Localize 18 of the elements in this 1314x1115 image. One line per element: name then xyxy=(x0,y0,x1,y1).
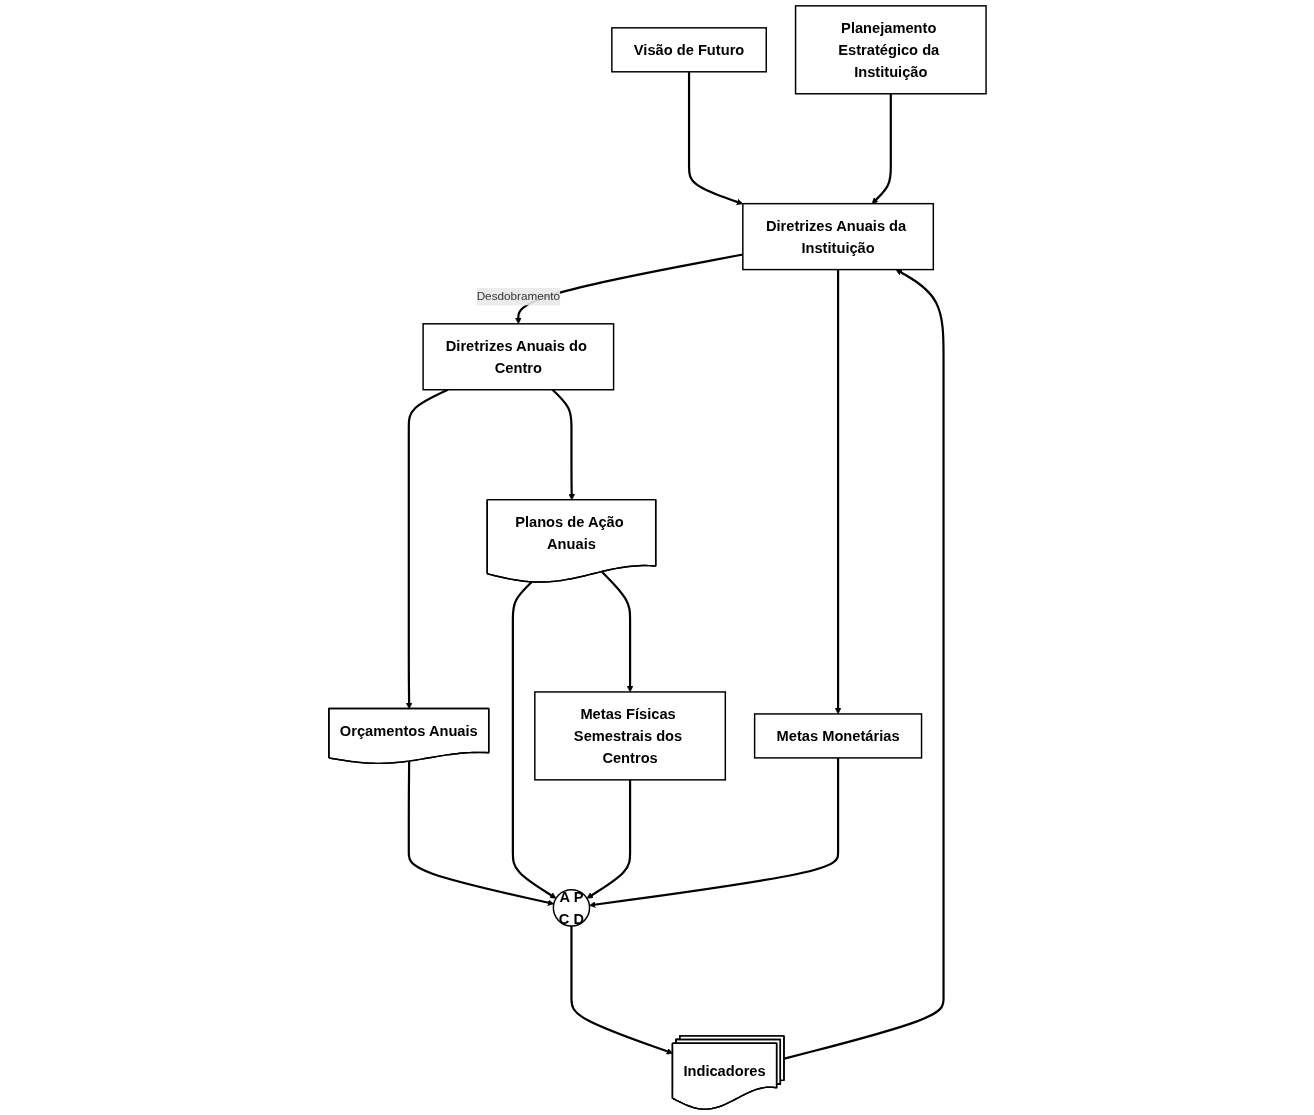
node-box: Planejamento Estratégico da Instituição xyxy=(794,5,987,95)
arrow xyxy=(407,761,554,906)
node-box: Metas Físicas Semestrais dos Centros xyxy=(533,691,726,781)
arrow xyxy=(511,581,556,899)
node-box: Metas Monetárias xyxy=(753,713,922,759)
arrow xyxy=(588,757,839,908)
node-box: Diretrizes Anuais do Centro xyxy=(421,323,614,391)
arrow xyxy=(871,93,892,204)
arrow xyxy=(586,779,631,899)
node-circle: A P C D xyxy=(552,889,590,927)
node-box: Diretrizes Anuais da Instituição xyxy=(741,202,934,271)
edge-label: Desdobramento xyxy=(476,290,560,303)
arrow xyxy=(834,269,841,715)
arrow xyxy=(687,71,743,205)
arrow xyxy=(783,269,945,1060)
arrow xyxy=(600,571,633,693)
node-box: Visão de Futuro xyxy=(610,27,767,73)
arrow xyxy=(569,926,673,1055)
